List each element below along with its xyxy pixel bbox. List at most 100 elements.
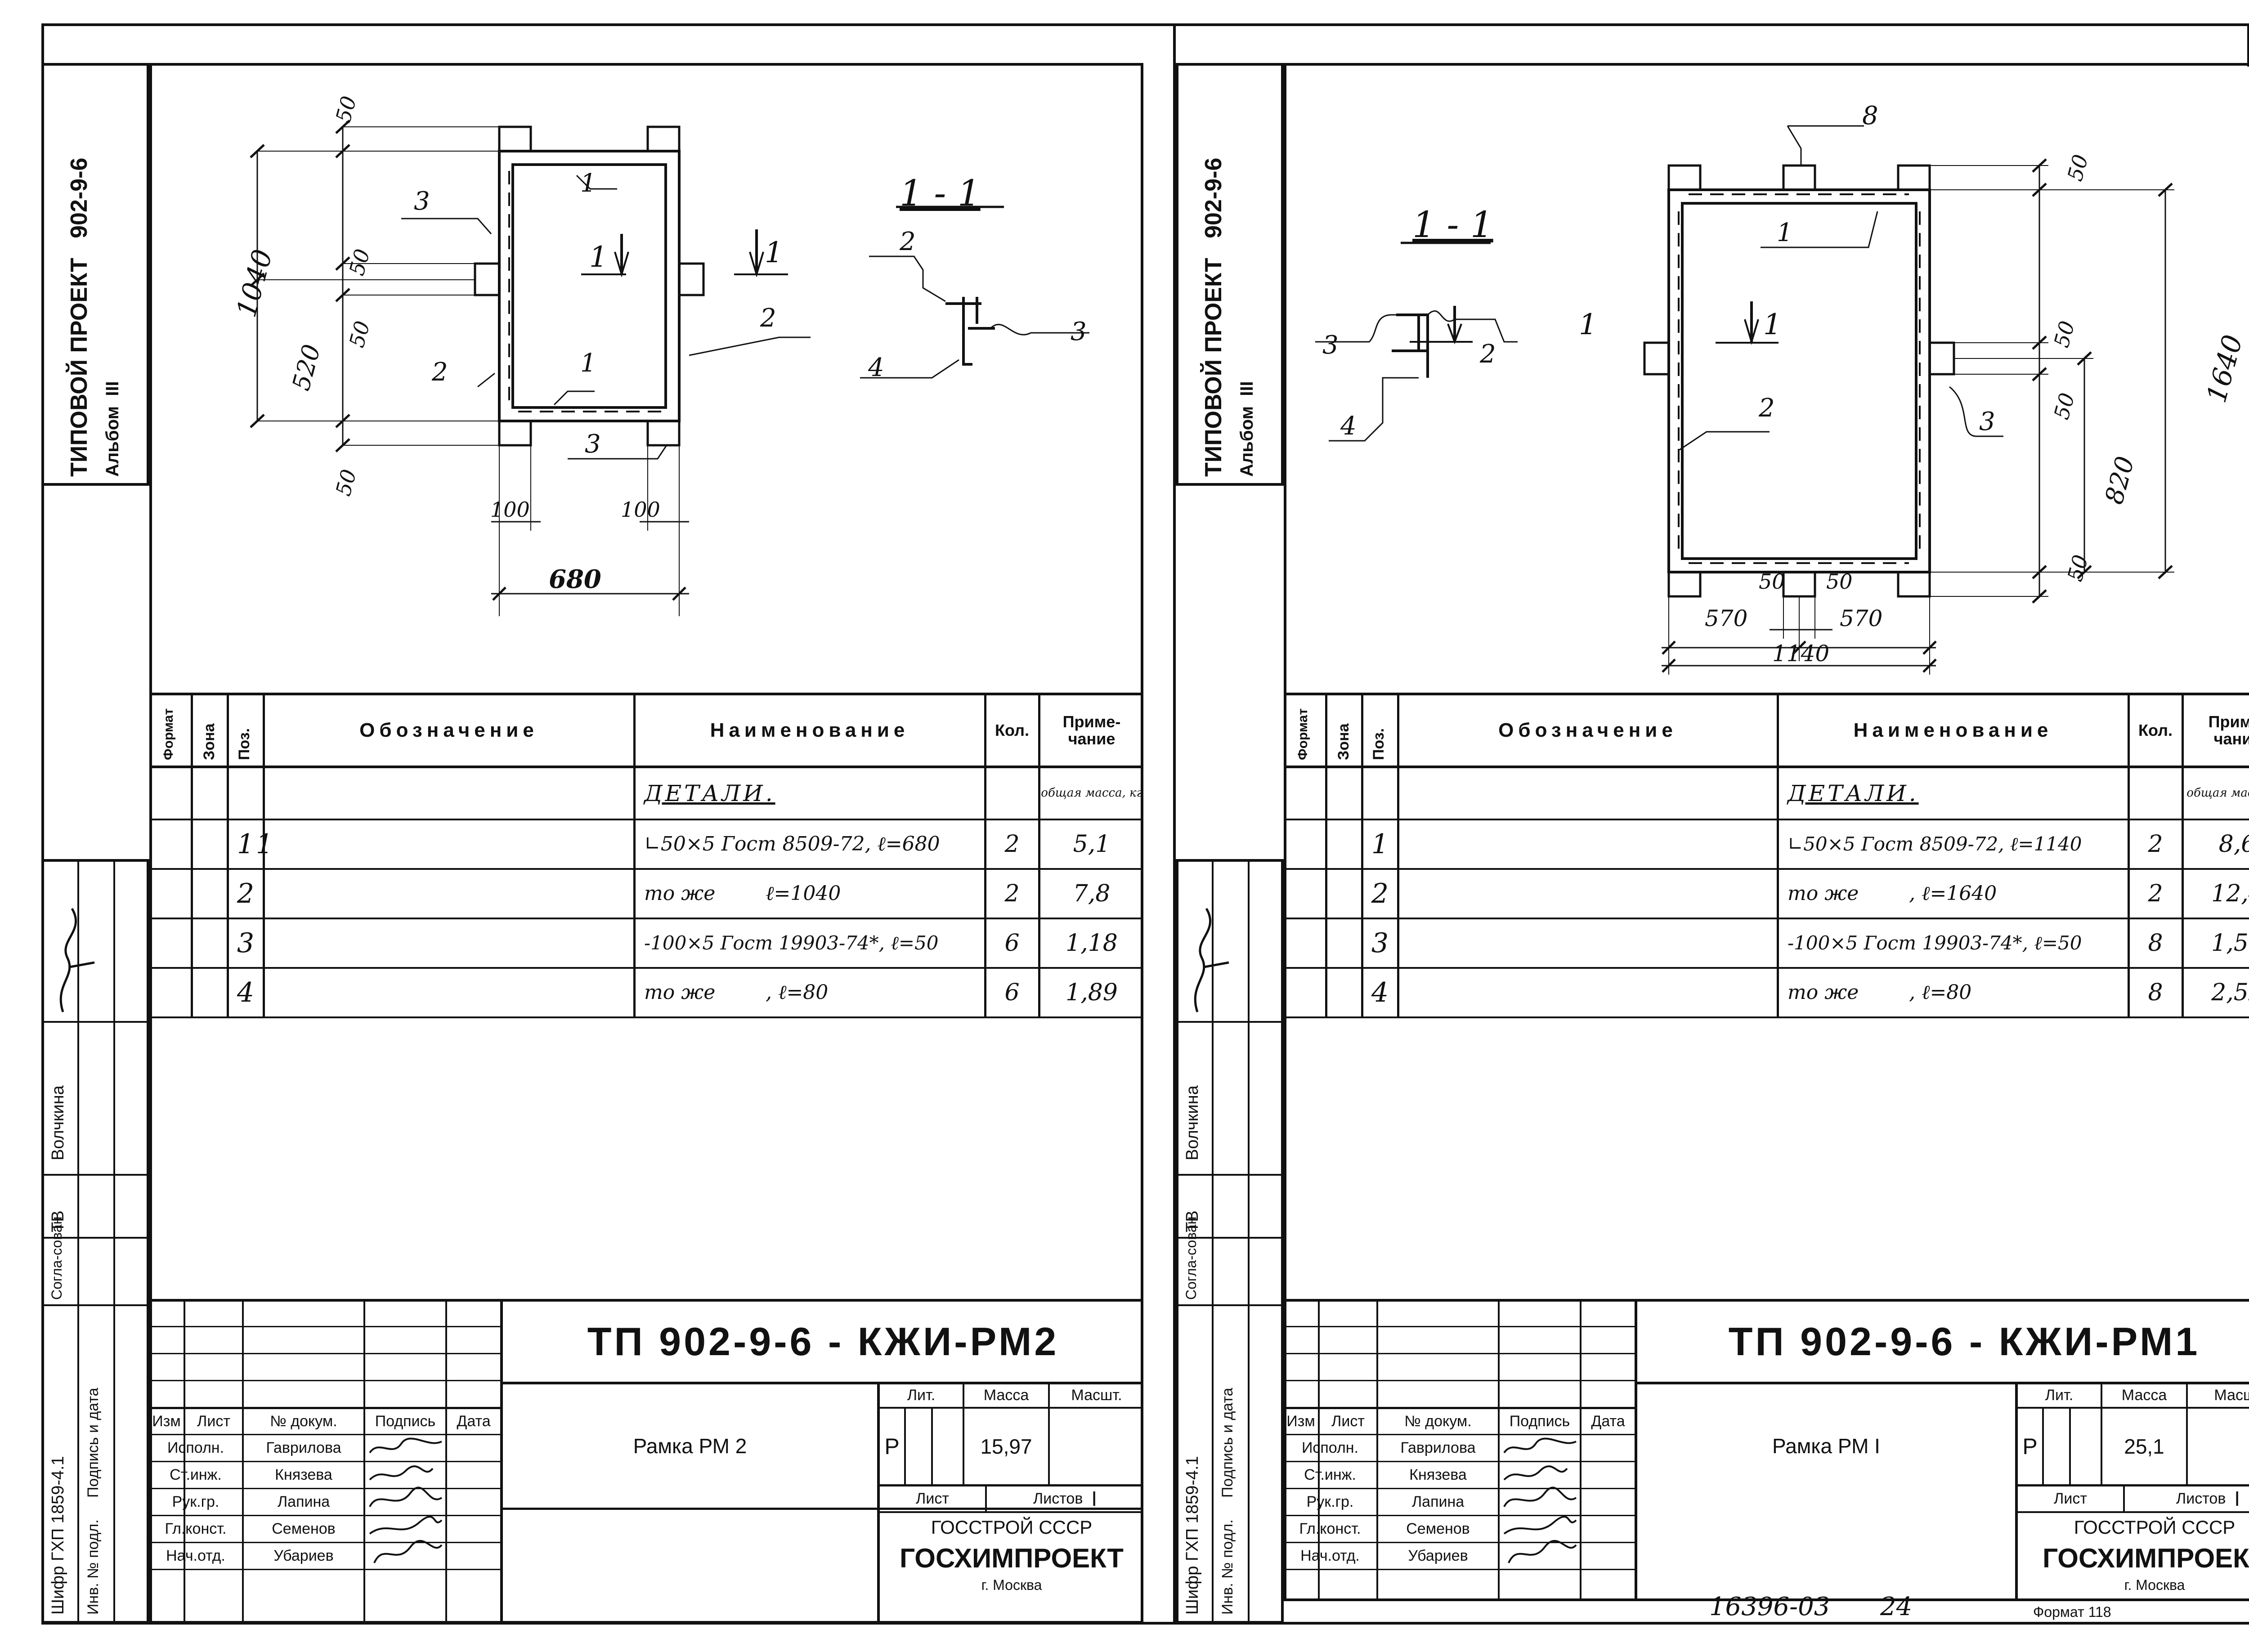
right-tb-left-divider (1635, 1299, 1637, 1601)
left-dim-w-right: 100 (621, 497, 660, 522)
right-row3-kol: 8 (2148, 929, 2163, 957)
right-callout-2: 2 (1759, 394, 1775, 423)
right-tb-grid-r1 (1284, 1326, 1635, 1327)
left-tb-listov-val: I (1091, 1487, 1098, 1511)
left-tb-nach-otd-name: Убариев (273, 1547, 334, 1564)
right-project-code: 902-9-6 (1201, 157, 1227, 238)
left-tb-nom-dokum: № докум. (270, 1413, 337, 1430)
right-tb-org1: ГОССТРОЙ СССР (2074, 1516, 2236, 1538)
right-approval-column (1176, 859, 1284, 1624)
left-tb-signatures (369, 1437, 443, 1563)
right-tb-ispoln-name: Гаврилова (1400, 1439, 1476, 1456)
left-row2-poz: 2 (237, 877, 255, 909)
right-podpis-data: Подпись и дата (1219, 1388, 1236, 1498)
left-table-row4 (149, 967, 1143, 969)
left-row3-kol: 6 (1004, 929, 1020, 957)
right-row1-note: 8,6 (2218, 830, 2249, 858)
left-soglasovano: Согла-сован (49, 1216, 65, 1300)
right-approval-vline1 (1212, 859, 1214, 1624)
left-tb-masshtab: Масшт. (1071, 1387, 1122, 1404)
right-row4-poz: 4 (1371, 976, 1389, 1008)
right-table-col1 (1325, 693, 1327, 1016)
left-row1-kol: 2 (1004, 830, 1020, 858)
left-inv-podl: Инв. № подл. (85, 1519, 102, 1615)
right-tb-massa: Масса (2121, 1387, 2167, 1404)
right-row4-note: 2,52 (2211, 979, 2249, 1006)
right-tb-grid-r6 (1284, 1461, 1635, 1462)
right-tb-lit-bottom (2015, 1484, 2249, 1486)
right-signature-mark (1194, 908, 1229, 1012)
right-tb-gl-konst-name: Семенов (1406, 1520, 1470, 1537)
right-tb-org2: ГОСХИМПРОЕКТ (2043, 1543, 2249, 1573)
left-inner-frame (149, 63, 1143, 1624)
right-dim-mid2: 50 (2049, 390, 2079, 422)
right-album-num: III (1237, 381, 1257, 396)
right-table-col3 (1397, 693, 1399, 1016)
left-project-title: ТИПОВОЙ ПРОЕКТ 902-9-6 (66, 157, 92, 477)
left-th-zona: Зона (201, 723, 218, 760)
right-dim-w-right: 570 (1840, 605, 1883, 631)
left-dim-w-total: 680 (549, 564, 601, 594)
left-tb-mass-val: 15,97 (980, 1434, 1032, 1458)
right-shifr: Шифр ГХП 1859-4.1 (1183, 1456, 1202, 1615)
left-table-top (149, 693, 1143, 695)
left-table-col6 (1038, 693, 1040, 1016)
left-callout-2b: 2 (760, 304, 776, 333)
right-tb-code: ТП 902-9-6 - КЖИ-РМ1 (1728, 1319, 2200, 1364)
right-table-headline (1284, 766, 2249, 768)
bottom-page: 24 (1880, 1592, 1913, 1621)
right-table-row3 (1284, 918, 2249, 919)
sheet-number-box (2247, 23, 2249, 67)
right-table-top (1284, 693, 2249, 695)
left-row3-name: -100×5 Гост 19903-74*, ℓ=50 (644, 931, 939, 954)
left-tb-izm: Изм (152, 1413, 181, 1430)
left-tb-lit-val: Р (884, 1433, 900, 1459)
right-detail-callout-3: 3 (1322, 331, 1339, 360)
right-table-col5 (2128, 693, 2130, 1016)
left-tb-list: Лист (197, 1413, 230, 1430)
right-tb-grid-r4 (1284, 1407, 1635, 1409)
left-project-stamp (41, 63, 149, 486)
right-th-poz: Поз. (1370, 728, 1387, 760)
left-table-col1 (191, 693, 193, 1016)
left-row4-kol: 6 (1004, 979, 1020, 1006)
left-tb-grid-r3 (149, 1380, 500, 1381)
right-dim-c-right: 50 (1826, 569, 1853, 594)
left-frame-drawing (250, 120, 1089, 616)
left-tb-code: ТП 902-9-6 - КЖИ-РМ2 (587, 1319, 1059, 1364)
left-table-col3 (263, 693, 265, 1016)
right-soglasovano: Согла-сован (1183, 1216, 1199, 1300)
left-signature-mark (59, 908, 95, 1012)
right-dim-w-left: 570 (1705, 605, 1748, 631)
left-tb-ruk-gr: Рук.гр. (172, 1493, 220, 1510)
right-tb-grid-r5 (1284, 1434, 1635, 1435)
left-tb-lit-sub1 (904, 1407, 906, 1484)
right-project-title: ТИПОВОЙ ПРОЕКТ 902-9-6 (1201, 157, 1227, 477)
left-table-row5 (149, 1016, 1143, 1018)
left-tb-name: Рамка РМ 2 (633, 1434, 747, 1458)
right-th-zona: Зона (1335, 723, 1352, 760)
right-tb-name: Рамка РМ I (1772, 1434, 1880, 1458)
left-tb-listov-label: Листов (1033, 1490, 1083, 1507)
right-tb-ruk-gr-name: Лапина (1411, 1493, 1465, 1510)
left-tb-grid-r9 (149, 1542, 500, 1543)
right-approval-hline1 (1176, 1021, 1284, 1023)
left-row0-name: ДЕТАЛИ. (644, 780, 775, 806)
left-tb-massa: Масса (983, 1387, 1029, 1404)
right-detail-callout-4: 4 (1340, 412, 1357, 441)
left-approval-vline2 (113, 859, 115, 1624)
left-approval-hline4 (41, 1304, 149, 1306)
right-tb-list-bottom (2015, 1511, 2249, 1513)
left-project-code: 902-9-6 (66, 157, 92, 238)
right-volchkina: Волчкина (1183, 1085, 1202, 1160)
format-label: Формат 118 (2033, 1604, 2111, 1620)
right-th-kol: Кол. (2138, 721, 2173, 740)
left-dim-w-left: 100 (490, 497, 530, 522)
right-tb-mass-val: 25,1 (2124, 1434, 2164, 1458)
right-tb-lit-sub1 (2042, 1407, 2044, 1484)
right-tb-grid-c4 (1580, 1299, 1581, 1601)
right-row4-kol: 8 (2148, 979, 2163, 1006)
right-approval-hline2 (1176, 1174, 1284, 1176)
right-table-row1 (1284, 819, 2249, 820)
left-approval-vline1 (77, 859, 79, 1624)
